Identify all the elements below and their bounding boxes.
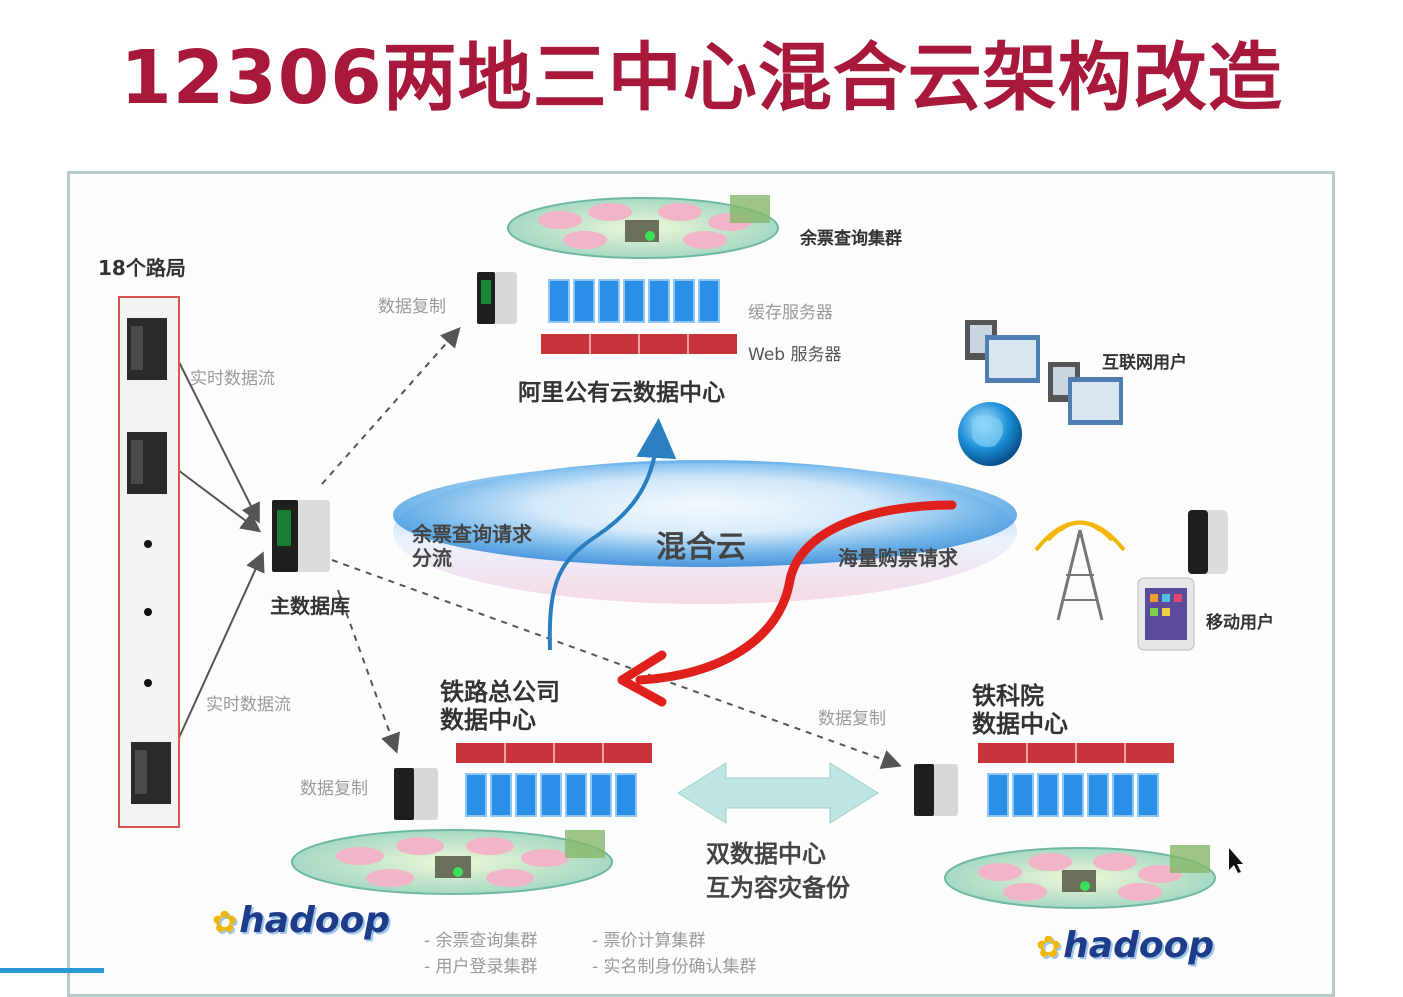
ticket-cluster-label: 余票查询集群 <box>800 229 902 249</box>
query-split-label-2: 分流 <box>412 546 452 570</box>
realtime-flow-top-label: 实时数据流 <box>190 369 275 389</box>
page-title: 12306两地三中心混合云架构改造 <box>120 35 1283 121</box>
tablet-icon <box>1137 577 1195 651</box>
hadoop-left-text: hadoop <box>239 900 391 941</box>
web-server-row <box>541 334 737 354</box>
computer-1-icon <box>965 320 1040 383</box>
bureaus-label: 18个路局 <box>98 256 186 280</box>
mobile-users-label: 移动用户 <box>1206 613 1274 633</box>
cluster-list-item: - 实名制身份确认集群 <box>592 957 757 977</box>
railway-cache-server-row <box>465 773 637 817</box>
cursor-icon <box>1229 848 1243 873</box>
elephant-icon: ✿ <box>1036 930 1062 965</box>
top-replica-server-icon <box>477 272 517 324</box>
internet-users-label: 互联网用户 <box>1102 353 1187 373</box>
cache-server-row <box>548 279 720 323</box>
academy-cache-server-row <box>987 773 1159 817</box>
academy-dc-label-1: 铁科院 <box>972 682 1044 710</box>
progress-indicator <box>0 968 104 973</box>
query-split-arrow <box>547 418 677 651</box>
dual-dc-label-1: 双数据中心 <box>706 840 826 868</box>
railway-web-server-row <box>456 743 652 763</box>
cluster-list-item: - 余票查询集群 <box>424 931 538 951</box>
computer-2-icon <box>1048 362 1123 425</box>
dual-dc-arrow <box>677 762 879 824</box>
cache-server-label: 缓存服务器 <box>748 303 833 323</box>
phone-icon <box>1188 510 1228 574</box>
query-split-label-1: 余票查询请求 <box>412 522 532 546</box>
railway-dc-label-2: 数据中心 <box>440 706 536 734</box>
railway-dc-label-1: 铁路总公司 <box>440 678 560 706</box>
cluster-list-item: - 用户登录集群 <box>424 957 538 977</box>
architecture-diagram <box>0 195 1243 973</box>
academy-replica-server-icon <box>914 764 958 816</box>
academy-dc-label-2: 数据中心 <box>972 710 1068 738</box>
purchase-request-arrow <box>635 500 957 685</box>
railway-cluster-icon <box>291 829 613 895</box>
railway-replica-server-icon <box>394 768 438 820</box>
hadoop-logo-right: ✿hadoop <box>1036 925 1214 966</box>
signal-tower-icon <box>1034 520 1126 621</box>
elephant-icon: ✿ <box>212 905 238 940</box>
academy-web-server-row <box>978 743 1174 763</box>
dual-dc-label-2: 互为容灾备份 <box>706 874 850 902</box>
hybrid-cloud-label: 混合云 <box>656 530 746 565</box>
hadoop-right-text: hadoop <box>1063 925 1215 966</box>
hadoop-logo-left: ✿hadoop <box>212 900 390 941</box>
realtime-flow-bottom-label: 实时数据流 <box>206 695 291 715</box>
main-db-label: 主数据库 <box>270 594 350 618</box>
data-copy-right-label: 数据复制 <box>818 709 886 729</box>
main-db-server-icon <box>272 500 330 572</box>
purchase-request-label: 海量购票请求 <box>838 546 958 570</box>
data-copy-left-label: 数据复制 <box>300 779 368 799</box>
data-copy-top-label: 数据复制 <box>378 297 446 317</box>
web-server-label: Web 服务器 <box>748 345 842 365</box>
top-cluster-icon <box>507 195 779 259</box>
ali-dc-label: 阿里公有云数据中心 <box>518 380 725 406</box>
academy-cluster-icon <box>944 845 1216 909</box>
bureau-rail <box>118 296 180 828</box>
cluster-list-item: - 票价计算集群 <box>592 931 706 951</box>
